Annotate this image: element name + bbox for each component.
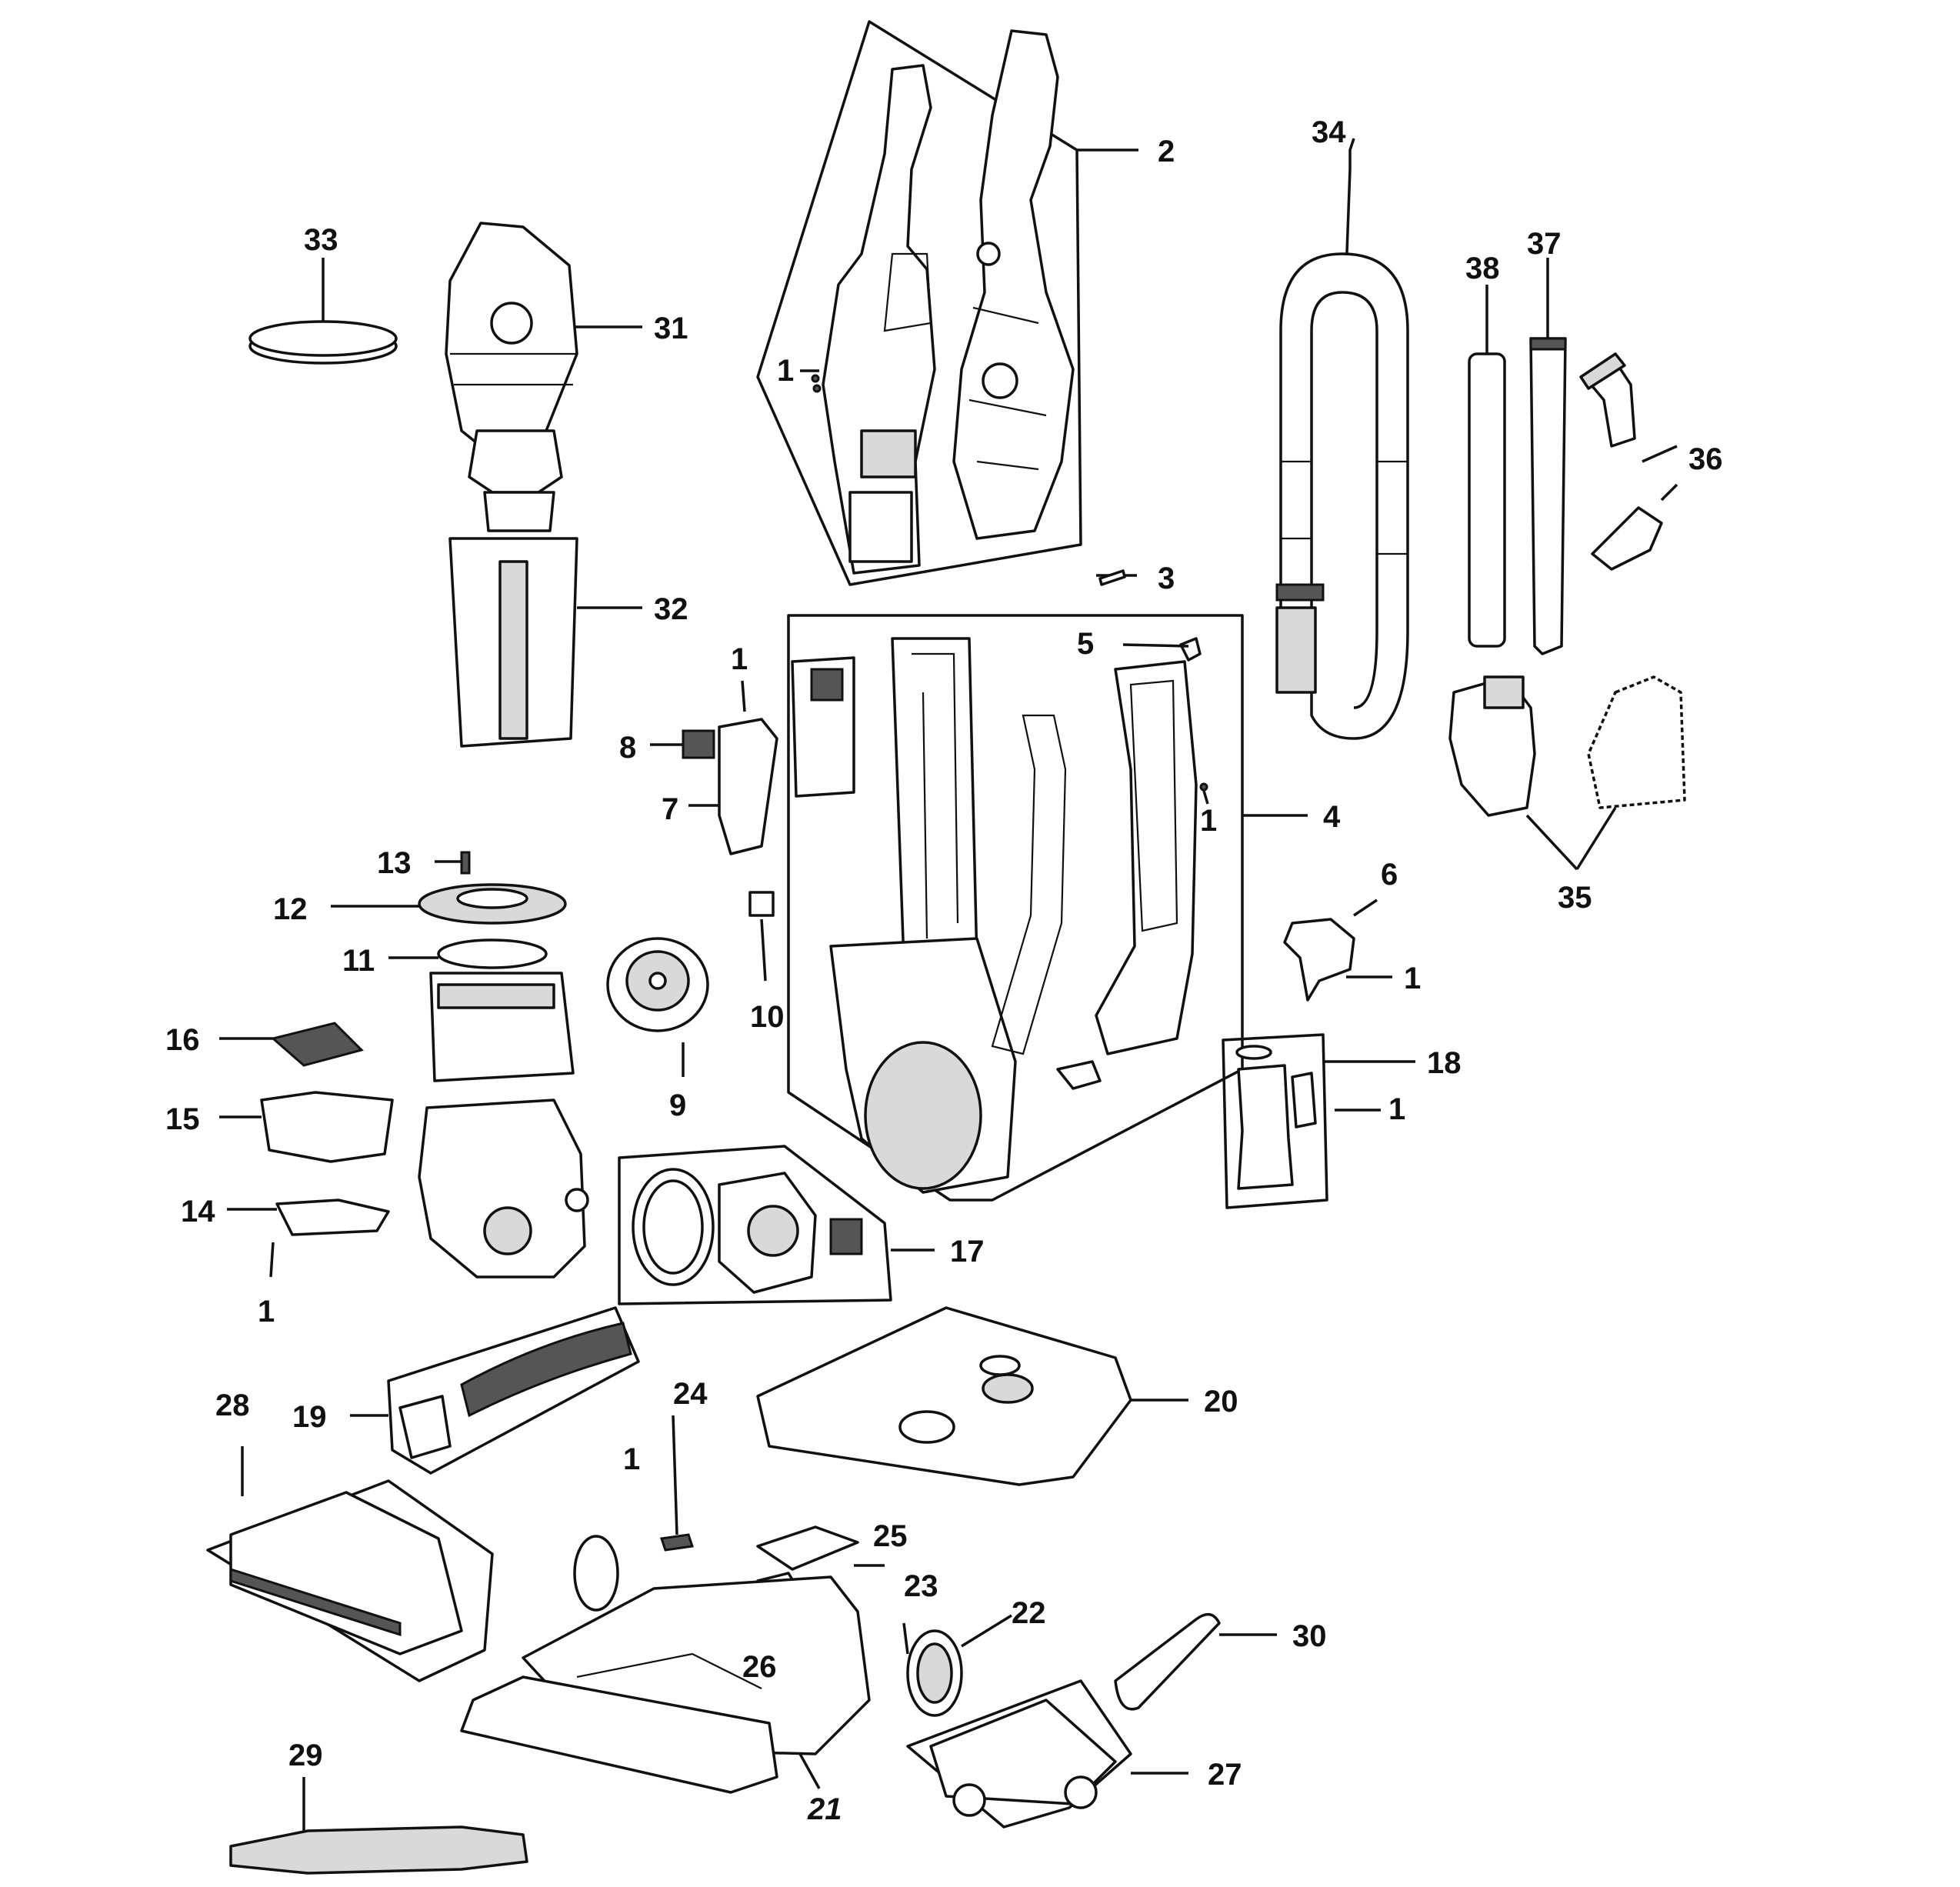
callout-35: 35 — [1558, 881, 1592, 915]
callout-27: 27 — [1208, 1758, 1242, 1792]
wheel-parts-22-23 — [902, 1614, 1012, 1717]
filter-stack-parts-11-13 — [331, 851, 575, 1082]
part-27-assembly — [906, 1679, 1188, 1829]
callout-3: 3 — [1158, 562, 1175, 595]
callout-31: 31 — [654, 312, 688, 345]
part-6-bracket — [1283, 898, 1392, 1002]
callout-32: 32 — [654, 592, 688, 626]
callout-19: 19 — [292, 1400, 327, 1434]
callout-4: 4 — [1323, 800, 1341, 834]
callout-5: 5 — [1077, 627, 1094, 661]
callout-18: 18 — [1427, 1046, 1462, 1080]
callout-28: 28 — [215, 1389, 250, 1422]
callout-37: 37 — [1527, 227, 1562, 261]
callout-8: 8 — [619, 731, 636, 765]
screw-part-3 — [1096, 569, 1137, 586]
part-18-assembly — [1222, 1033, 1415, 1209]
cyclone-part-31 — [445, 222, 642, 532]
motor-part-17 — [618, 1145, 935, 1305]
callout-21: 21 — [807, 1792, 842, 1826]
belt-part-30 — [1114, 1612, 1277, 1711]
wands-parts-37-38 — [1468, 258, 1567, 655]
callout-10: 10 — [750, 1000, 785, 1034]
parts-14-15-16 — [219, 1022, 394, 1278]
base-part-21 — [460, 1535, 871, 1794]
callout-30: 30 — [1292, 1619, 1327, 1653]
motor-housing — [418, 1099, 589, 1279]
dirt-cup-part-32 — [448, 537, 642, 748]
callout-33: 33 — [304, 223, 338, 257]
callout-labels: 2 1 3 5 1 4 6 1 18 1 34 38 37 36 35 33 3… — [165, 115, 1723, 1826]
turbo-tool-part-35 — [1448, 675, 1686, 871]
callout-36: 36 — [1688, 442, 1723, 476]
callout-15: 15 — [165, 1102, 200, 1136]
callout-1-bracket: 1 — [1404, 962, 1421, 995]
handle-assembly — [756, 20, 1138, 586]
brushroll-part-29 — [229, 1777, 528, 1875]
callout-1-duct: 1 — [731, 642, 748, 676]
callout-20: 20 — [1204, 1385, 1238, 1419]
callout-9: 9 — [669, 1089, 686, 1122]
tools-part-36 — [1579, 352, 1678, 571]
callout-14: 14 — [181, 1195, 215, 1229]
callout-23: 23 — [904, 1569, 938, 1603]
callout-7: 7 — [662, 792, 678, 826]
main-body-assembly — [787, 614, 1308, 1202]
callout-24: 24 — [673, 1377, 708, 1411]
callout-22: 22 — [1012, 1596, 1046, 1630]
hose-part-34 — [1275, 138, 1409, 740]
callout-34: 34 — [1312, 115, 1346, 149]
callout-38: 38 — [1465, 252, 1500, 285]
filter-part-33 — [248, 258, 398, 365]
callout-25: 25 — [873, 1519, 908, 1553]
callout-1-part18: 1 — [1388, 1092, 1405, 1126]
hood-part-20 — [756, 1306, 1188, 1486]
duct-parts-7-8 — [650, 680, 778, 855]
callout-17: 17 — [950, 1235, 985, 1269]
cord-reel-parts-9-10 — [606, 891, 775, 1077]
callout-26: 26 — [742, 1650, 777, 1684]
hose-part-19 — [350, 1306, 640, 1475]
callout-1-lower: 1 — [623, 1442, 640, 1476]
callout-1-base-left: 1 — [258, 1295, 275, 1329]
callout-6: 6 — [1381, 858, 1398, 892]
callout-1-body: 1 — [1200, 804, 1217, 838]
callout-1-handle: 1 — [777, 354, 794, 388]
callout-16: 16 — [165, 1023, 200, 1057]
callout-12: 12 — [273, 892, 308, 926]
part-28-assembly — [206, 1446, 494, 1682]
callout-11: 11 — [342, 944, 375, 978]
callout-13: 13 — [377, 846, 412, 880]
callout-2: 2 — [1158, 135, 1175, 168]
callout-29: 29 — [288, 1739, 323, 1772]
